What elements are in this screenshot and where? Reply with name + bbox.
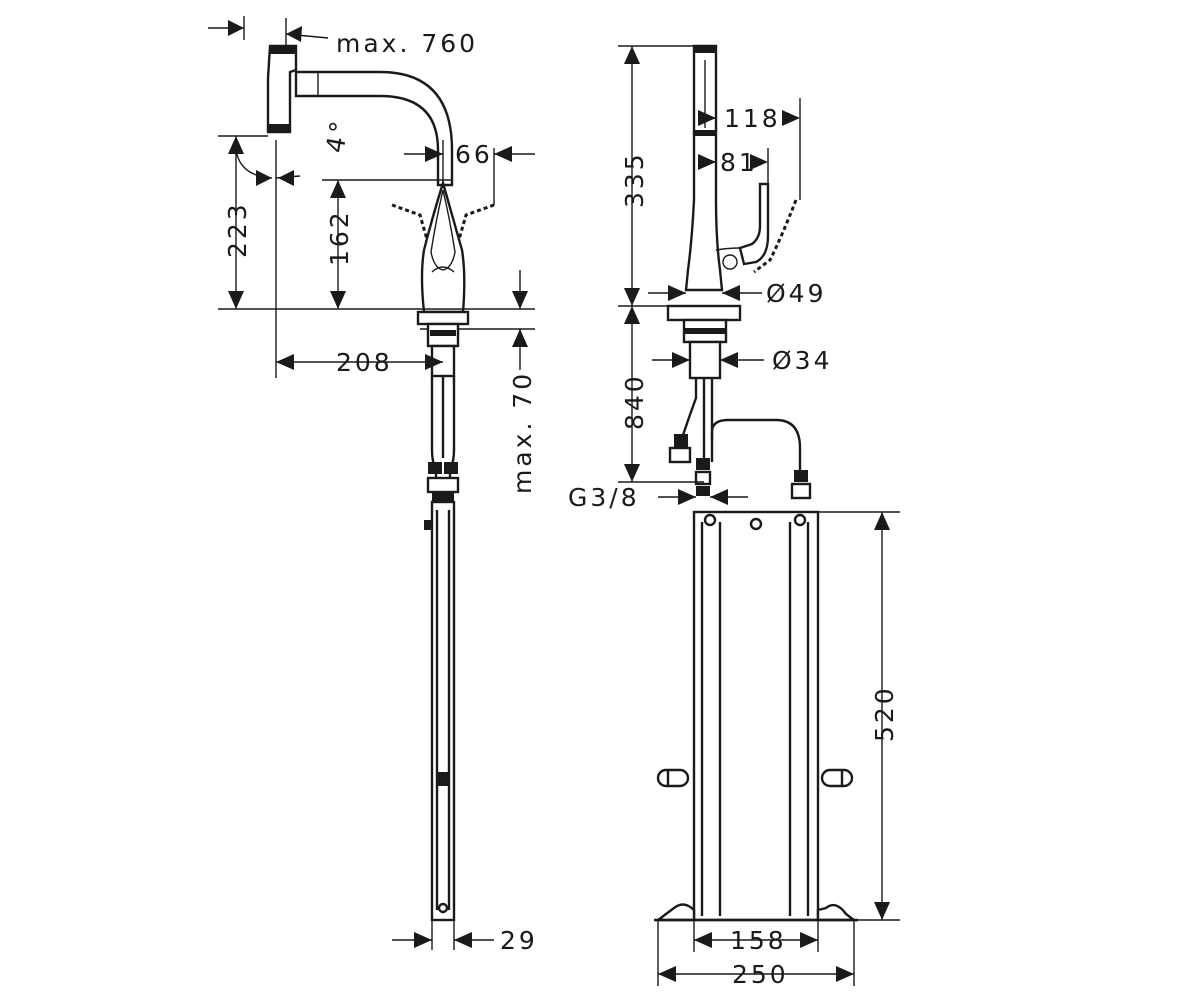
hose-box-side bbox=[430, 500, 456, 922]
side-shank bbox=[688, 340, 722, 380]
side-height-label: 335 bbox=[620, 151, 649, 208]
box-foot-right bbox=[816, 903, 858, 922]
lever-swing-right bbox=[454, 203, 495, 251]
side-view: 335 118 81 Ø49 Ø34 840 G3/8 520 158 250 bbox=[568, 44, 900, 989]
hose-length-label: 840 bbox=[620, 373, 649, 430]
shank-diameter-label: Ø34 bbox=[772, 346, 833, 375]
lever-offset-label: 66 bbox=[455, 140, 493, 169]
lever-height-label: 162 bbox=[325, 209, 354, 266]
lever-swing-left bbox=[391, 203, 432, 251]
outlet-hose bbox=[710, 418, 802, 474]
handle-depth-max-label: 118 bbox=[724, 104, 781, 133]
spout-angle-label: 4° bbox=[320, 116, 355, 155]
box-height-label: 520 bbox=[870, 685, 899, 742]
max-counter-label: max. 70 bbox=[508, 371, 537, 494]
hose-box bbox=[692, 510, 820, 922]
box-foot-left bbox=[654, 903, 696, 922]
reach-label: 208 bbox=[336, 348, 393, 377]
side-base-plate bbox=[666, 304, 742, 322]
handle-depth-label: 81 bbox=[720, 148, 758, 177]
connection-thread-label: G3/8 bbox=[568, 483, 640, 512]
mixer-body bbox=[420, 178, 466, 314]
pullout-spray-head bbox=[266, 44, 298, 134]
front-view: max. 760 4° 223 162 208 66 max. 70 29 bbox=[208, 16, 538, 955]
max-reach-label: max. 760 bbox=[336, 29, 478, 58]
side-lever-swing bbox=[753, 199, 798, 274]
hose-bundle-width-label: 29 bbox=[500, 926, 538, 955]
box-bracket-left bbox=[656, 768, 690, 788]
base-plate bbox=[416, 310, 470, 326]
box-total-width-label: 250 bbox=[732, 960, 789, 989]
side-lever bbox=[738, 182, 770, 266]
box-width-label: 158 bbox=[730, 926, 787, 955]
box-bracket-right bbox=[820, 768, 854, 788]
spout-height-label: 223 bbox=[223, 201, 252, 258]
body-diameter-label: Ø49 bbox=[766, 279, 827, 308]
side-spout bbox=[684, 44, 724, 292]
spout bbox=[294, 70, 454, 187]
